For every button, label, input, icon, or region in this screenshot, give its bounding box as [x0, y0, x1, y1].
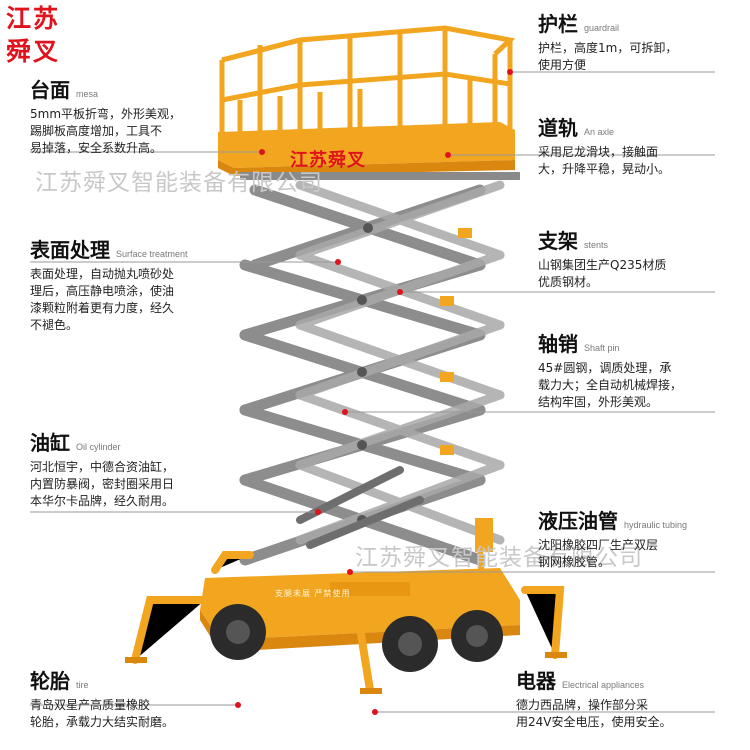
- label-desc: 沈阳橡胶四厂生产双层 钢网橡胶管。: [538, 537, 743, 571]
- desc-line: 踢脚板高度增加，工具不: [30, 124, 163, 138]
- label-axle: 道轨 An axle 采用尼龙滑块，接触面 大，升降平稳，晃动小。: [538, 112, 738, 178]
- label-desc: 45#圆钢，调质处理，承 载力大；全自动机械焊接， 结构牢固，外形美观。: [538, 360, 743, 411]
- label-en: stents: [584, 240, 609, 250]
- brand-logo: 江苏 舜叉: [6, 2, 60, 68]
- label-en: mesa: [76, 89, 99, 99]
- label-title: 台面: [30, 78, 70, 102]
- label-en: tire: [76, 680, 89, 690]
- label-hydraulic-tubing: 液压油管 hydraulic tubing 沈阳橡胶四厂生产双层 钢网橡胶管。: [538, 505, 743, 571]
- desc-line: 理后，高压静电喷涂，使油: [30, 284, 175, 298]
- label-mesa: 台面 mesa 5mm平板折弯，外形美观， 踢脚板高度增加，工具不 易掉落，安全系…: [30, 74, 220, 157]
- desc-line: 护栏，高度1m，可拆卸，: [538, 41, 678, 55]
- label-oil-cylinder: 油缸 Oil cylinder 河北恒宇，中德合资油缸， 内置防暴阀，密封圈采用日…: [30, 427, 240, 510]
- watermark-bottom: 江苏舜叉智能装备有限公司: [355, 545, 643, 571]
- base-chassis: [200, 568, 520, 652]
- desc-line: 45#圆钢，调质处理，承: [538, 361, 672, 375]
- label-en: Shaft pin: [584, 343, 620, 353]
- desc-line: 德力西品牌，操作部分采: [516, 698, 649, 712]
- desc-line: 不褪色。: [30, 318, 79, 332]
- label-desc: 青岛双星产高质量橡胶 轮胎，承载力大结实耐磨。: [30, 697, 230, 731]
- label-title: 液压油管: [538, 509, 618, 533]
- outriggers: [131, 551, 565, 694]
- desc-line: 河北恒宇，中德合资油缸，: [30, 460, 175, 474]
- label-title: 表面处理: [30, 238, 110, 262]
- label-en: Electrical appliances: [562, 680, 645, 690]
- label-en: guardrail: [584, 23, 620, 33]
- brand-line-1: 江苏: [6, 4, 61, 33]
- desc-line: 沈阳橡胶四厂生产双层: [538, 538, 659, 552]
- label-title: 油缸: [30, 431, 70, 455]
- label-en: An axle: [584, 127, 615, 137]
- label-title: 支架: [538, 229, 578, 253]
- tires: [210, 604, 503, 672]
- label-desc: 德力西品牌，操作部分采 用24V安全电压，使用安全。: [516, 697, 746, 731]
- label-desc: 山钢集团生产Q235材质 优质钢材。: [538, 257, 738, 291]
- label-en: Surface treatment: [116, 249, 188, 259]
- label-stents: 支架 stents 山钢集团生产Q235材质 优质钢材。: [538, 225, 738, 291]
- label-desc: 河北恒宇，中德合资油缸， 内置防暴阀，密封圈采用日 本华尔卡品牌，经久耐用。: [30, 459, 240, 510]
- label-title: 道轨: [538, 116, 578, 140]
- label-electrical: 电器 Electrical appliances 德力西品牌，操作部分采 用24V…: [516, 665, 746, 731]
- desc-line: 轮胎，承载力大结实耐磨。: [30, 715, 175, 729]
- arm-brackets: [440, 228, 472, 455]
- chassis-warning-text: 支腿未展 严禁使用: [275, 589, 351, 598]
- desc-line: 表面处理，自动抛丸喷砂处: [30, 267, 175, 281]
- leader-lines: [30, 71, 715, 713]
- label-tire: 轮胎 tire 青岛双星产高质量橡胶 轮胎，承载力大结实耐磨。: [30, 665, 230, 731]
- desc-line: 优质钢材。: [538, 275, 599, 289]
- label-title: 电器: [516, 669, 556, 693]
- desc-line: 结构牢固，外形美观。: [538, 395, 659, 409]
- label-title: 轴销: [538, 332, 578, 356]
- desc-line: 载力大；全自动机械焊接，: [538, 378, 683, 392]
- desc-line: 山钢集团生产Q235材质: [538, 258, 667, 272]
- guardrail-frame: [219, 25, 516, 145]
- desc-line: 内置防暴阀，密封圈采用日: [30, 477, 175, 491]
- desc-line: 采用尼龙滑块，接触面: [538, 145, 659, 159]
- label-desc: 护栏，高度1m，可拆卸， 使用方便: [538, 40, 738, 74]
- desc-line: 漆颗粒附着更有力度，经久: [30, 301, 175, 315]
- label-en: hydraulic tubing: [624, 520, 688, 530]
- watermark-top: 江苏舜叉智能装备有限公司: [35, 170, 323, 196]
- label-guardrail: 护栏 guardrail 护栏，高度1m，可拆卸， 使用方便: [538, 8, 738, 74]
- desc-line: 用24V安全电压，使用安全。: [516, 715, 672, 729]
- brand-line-2: 舜叉: [6, 37, 61, 66]
- desc-line: 青岛双星产高质量橡胶: [30, 698, 151, 712]
- guide-rail: [240, 172, 520, 180]
- outrigger-feet: [125, 652, 567, 694]
- desc-line: 使用方便: [538, 58, 587, 72]
- desc-line: 5mm平板折弯，外形美观，: [30, 107, 182, 121]
- leader-dots: [235, 69, 513, 715]
- scissor-arms-back: [295, 180, 505, 545]
- label-en: Oil cylinder: [76, 442, 121, 452]
- label-shaft-pin: 轴销 Shaft pin 45#圆钢，调质处理，承 载力大；全自动机械焊接， 结构…: [538, 328, 743, 411]
- desc-line: 本华尔卡品牌，经久耐用。: [30, 494, 175, 508]
- desc-line: 易掉落，安全系数升高。: [30, 141, 163, 155]
- label-desc: 5mm平板折弯，外形美观， 踢脚板高度增加，工具不 易掉落，安全系数升高。: [30, 106, 220, 157]
- label-desc: 表面处理，自动抛丸喷砂处 理后，高压静电喷涂，使油 漆颗粒附着更有力度，经久 不…: [30, 266, 250, 334]
- label-title: 护栏: [538, 12, 578, 36]
- deck-stamp: 江苏舜叉: [290, 150, 366, 171]
- desc-line: 钢网橡胶管。: [538, 555, 611, 569]
- desc-line: 大，升降平稳，晃动小。: [538, 162, 671, 176]
- label-title: 轮胎: [30, 669, 70, 693]
- label-desc: 采用尼龙滑块，接触面 大，升降平稳，晃动小。: [538, 144, 738, 178]
- label-surface-treatment: 表面处理 Surface treatment 表面处理，自动抛丸喷砂处 理后，高压…: [30, 234, 250, 334]
